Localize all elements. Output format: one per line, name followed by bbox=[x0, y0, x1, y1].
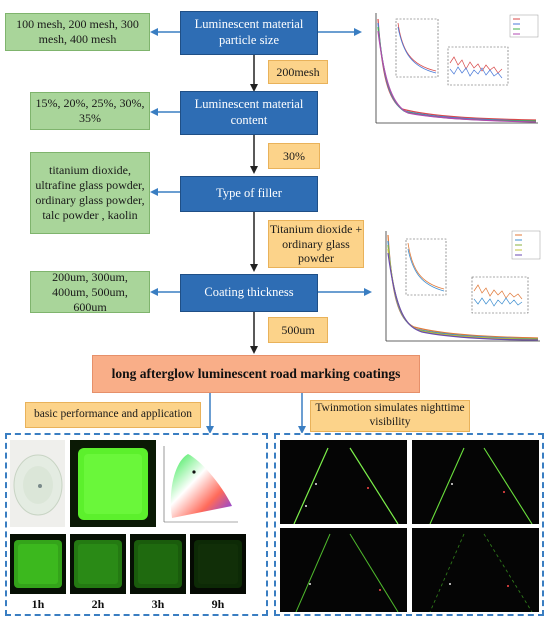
afterglow-9h-photo bbox=[190, 534, 246, 594]
hour-label-9h: 9h bbox=[211, 597, 225, 611]
result-thickness: 500um bbox=[268, 317, 328, 343]
afterglow-2h-photo bbox=[70, 534, 126, 594]
night-road-render-2 bbox=[412, 440, 539, 524]
thickness-options: 200um, 300um, 400um, 500um, 600um bbox=[30, 270, 150, 314]
step-coating-thickness: Coating thickness bbox=[180, 274, 318, 312]
step-particle-size: Luminescent material particle size bbox=[180, 11, 318, 55]
hour-label-1h: 1h bbox=[31, 597, 45, 611]
result-particle-size: 200mesh bbox=[268, 60, 328, 84]
particle-size-decay-chart bbox=[362, 5, 544, 135]
afterglow-3h-photo bbox=[130, 534, 186, 594]
step-content: Luminescent material content bbox=[180, 91, 318, 135]
glow-sample-photo bbox=[70, 440, 156, 527]
filler-options: titanium dioxide, ultrafine glass powder… bbox=[30, 152, 150, 234]
particle-size-options: 100 mesh, 200 mesh, 300 mesh, 400 mesh bbox=[5, 13, 150, 51]
basic-performance-tag: basic performance and application bbox=[25, 402, 201, 428]
night-road-render-4 bbox=[412, 528, 539, 612]
final-title: long afterglow luminescent road marking … bbox=[92, 355, 420, 393]
afterglow-1h-photo bbox=[10, 534, 66, 594]
thickness-decay-chart bbox=[372, 225, 544, 353]
twinmotion-tag: Twinmotion simulates nighttime visibilit… bbox=[310, 400, 470, 432]
night-road-render-1 bbox=[280, 440, 407, 524]
step-filler-type: Type of filler bbox=[180, 176, 318, 212]
hour-label-2h: 2h bbox=[91, 597, 105, 611]
result-content: 30% bbox=[268, 143, 320, 169]
hour-label-3h: 3h bbox=[151, 597, 165, 611]
cie-chromaticity-chart bbox=[158, 442, 240, 528]
result-filler: Titanium dioxide + ordinary glass powder bbox=[268, 220, 364, 268]
sample-disc-photo bbox=[10, 440, 65, 527]
night-road-render-3 bbox=[280, 528, 407, 612]
content-options: 15%, 20%, 25%, 30%, 35% bbox=[30, 92, 150, 130]
